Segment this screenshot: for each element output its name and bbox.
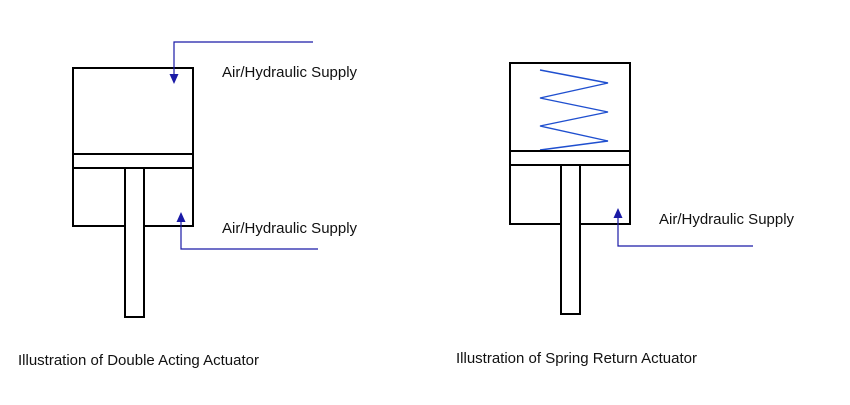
port-label: Air/Hydraulic Supply (659, 211, 795, 228)
piston (72, 153, 194, 169)
spring-return-caption: Illustration of Spring Return Actuator (456, 350, 697, 367)
cylinder-upper-chamber (72, 67, 194, 155)
bottom-supply-arrow-icon (176, 212, 186, 222)
top-supply-arrow-icon (169, 74, 179, 84)
bottom-supply-line (180, 222, 318, 250)
supply-line (617, 218, 753, 247)
top-supply-line (173, 41, 313, 74)
piston-rod (124, 167, 145, 318)
double-acting-actuator: Air/Hydraulic Supply Air/Hydraulic Suppl… (18, 41, 358, 369)
bottom-port-label: Air/Hydraulic Supply (222, 220, 358, 237)
piston-rod (560, 164, 581, 315)
double-acting-caption: Illustration of Double Acting Actuator (18, 352, 259, 369)
piston (509, 150, 631, 166)
spring-icon (539, 69, 609, 151)
spring-return-actuator: Air/Hydraulic Supply Illustration of Spr… (456, 62, 795, 367)
supply-arrow-icon (613, 208, 623, 218)
cylinder-spring-chamber (509, 62, 631, 152)
top-port-label: Air/Hydraulic Supply (222, 64, 358, 81)
